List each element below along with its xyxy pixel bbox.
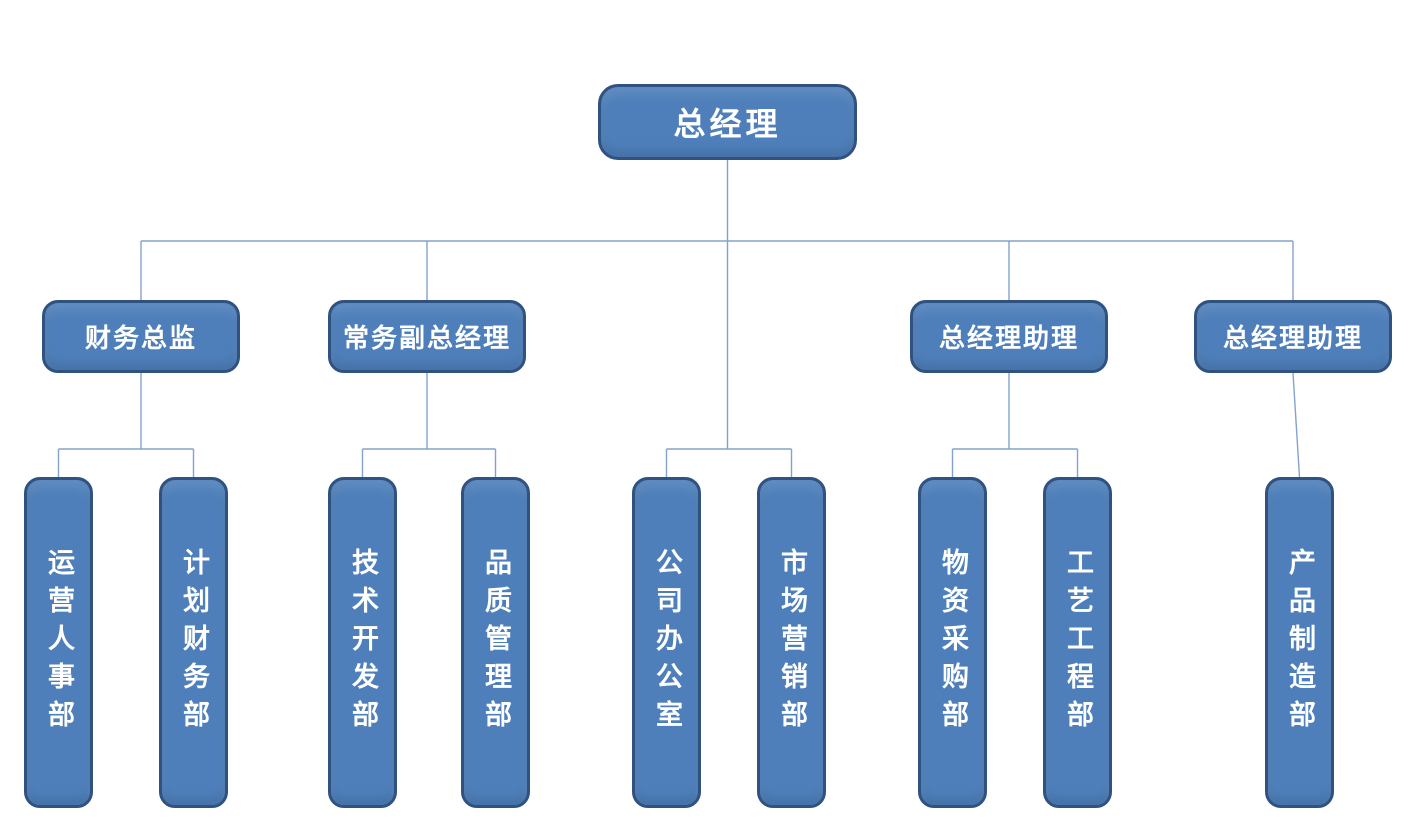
dept-label: 产品制造部	[1285, 547, 1315, 738]
org-node-label: 常务副总经理	[342, 324, 511, 353]
dept-quality-management: 品质管理部	[461, 477, 530, 808]
dept-materials-procurement: 物资采购部	[918, 477, 987, 808]
org-node-gm-assistant-1: 总经理助理	[910, 300, 1108, 373]
org-node-finance-director: 财务总监	[42, 300, 240, 373]
connector-path	[57, 159, 1301, 478]
dept-process-engineering: 工艺工程部	[1043, 477, 1112, 808]
org-node-label: 财务总监	[84, 324, 197, 353]
dept-planning-finance: 计划财务部	[159, 477, 228, 808]
dept-label: 品质管理部	[481, 547, 511, 738]
dept-label: 公司办公室	[652, 547, 682, 738]
dept-tech-development: 技术开发部	[328, 477, 397, 808]
org-node-general-manager: 总经理	[598, 84, 857, 160]
dept-label: 运营人事部	[44, 547, 74, 738]
org-node-gm-assistant-2: 总经理助理	[1194, 300, 1392, 373]
org-node-label: 总经理助理	[1222, 324, 1363, 353]
dept-company-office: 公司办公室	[632, 477, 701, 808]
dept-product-manufacturing: 产品制造部	[1265, 477, 1334, 808]
dept-label: 计划财务部	[179, 547, 209, 738]
dept-label: 技术开发部	[348, 547, 378, 738]
dept-marketing: 市场营销部	[757, 477, 826, 808]
dept-label: 物资采购部	[938, 547, 968, 738]
dept-label: 市场营销部	[777, 547, 807, 738]
org-node-label: 总经理助理	[938, 324, 1079, 353]
dept-operations-hr: 运营人事部	[24, 477, 93, 808]
org-node-executive-deputy-gm: 常务副总经理	[328, 300, 526, 373]
org-node-label: 总经理	[673, 106, 782, 142]
dept-label: 工艺工程部	[1063, 547, 1093, 738]
